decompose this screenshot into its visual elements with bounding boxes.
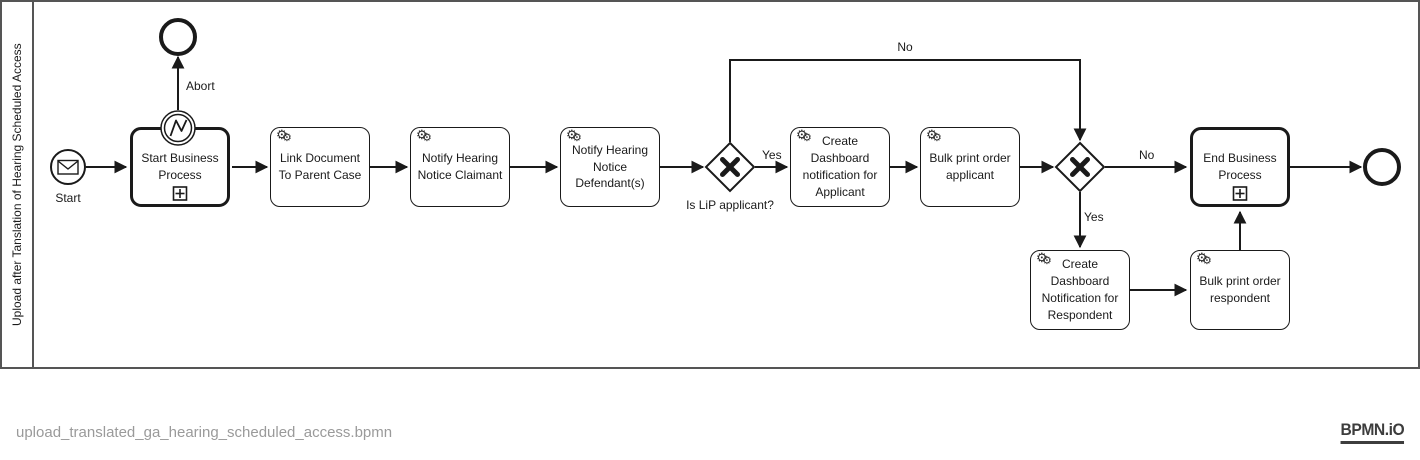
task-label: Start Business Process [141,151,219,182]
gateway-question-label: Is LiP applicant? [686,198,774,212]
start-event-label: Start [55,191,81,205]
flow-label-yes: Yes [1084,210,1104,224]
pool-label-divider [32,2,34,367]
gear-icon: ⚙ [1196,250,1208,265]
task-label: Link Document To Parent Case [278,151,362,182]
task-label: Create Dashboard Notification for Respon… [1041,257,1119,322]
subprocess-plus-icon [172,186,188,201]
task-link-document-to-parent-case[interactable]: ⚙⚙ Link Document To Parent Case [270,127,370,207]
service-gear-icon: ⚙⚙ [926,127,950,148]
gear-icon: ⚙ [926,127,938,142]
task-bulk-print-order-applicant[interactable]: ⚙⚙ Bulk print order applicant [920,127,1020,207]
gear-icon: ⚙ [416,127,428,142]
gear-icon: ⚙ [422,132,432,144]
abort-label: Abort [186,79,215,93]
gear-icon: ⚙ [932,132,942,144]
task-label: Notify Hearing Notice Defendant(s) [571,142,649,191]
service-gear-icon: ⚙⚙ [416,127,440,148]
task-create-dashboard-notification-applicant[interactable]: ⚙⚙ Create Dashboard notification for App… [790,127,890,207]
gear-icon: ⚙ [282,132,292,144]
subprocess-plus-icon [1232,186,1248,201]
task-label: Bulk print order applicant [929,151,1011,182]
pool-label[interactable]: Upload after Tanslation of Hearing Sched… [10,43,24,326]
service-gear-icon: ⚙⚙ [1196,250,1220,271]
service-gear-icon: ⚙⚙ [276,127,300,148]
task-notify-hearing-notice-defendants[interactable]: ⚙⚙ Notify Hearing Notice Defendant(s) [560,127,660,207]
bpmn-io-logo[interactable]: BPMN.iO [1340,420,1404,444]
task-label: Bulk print order respondent [1199,274,1281,305]
diagram-filename: upload_translated_ga_hearing_scheduled_a… [16,424,393,441]
task-label: End Business Process [1203,151,1277,182]
flow-label-yes: Yes [762,148,782,162]
task-end-business-process[interactable]: End Business Process [1190,127,1290,207]
task-bulk-print-order-respondent[interactable]: ⚙⚙ Bulk print order respondent [1190,250,1290,330]
gear-icon: ⚙ [1202,255,1212,267]
task-label: Create Dashboard notification for Applic… [802,134,878,199]
task-label: Notify Hearing Notice Claimant [417,151,503,182]
task-create-dashboard-notification-respondent[interactable]: ⚙⚙ Create Dashboard Notification for Res… [1030,250,1130,330]
gear-icon: ⚙ [276,127,288,142]
task-start-business-process[interactable]: Start Business Process [130,127,230,207]
flow-label-no: No [897,40,913,54]
task-notify-hearing-notice-claimant[interactable]: ⚙⚙ Notify Hearing Notice Claimant [410,127,510,207]
flow-label-no: No [1139,148,1155,162]
